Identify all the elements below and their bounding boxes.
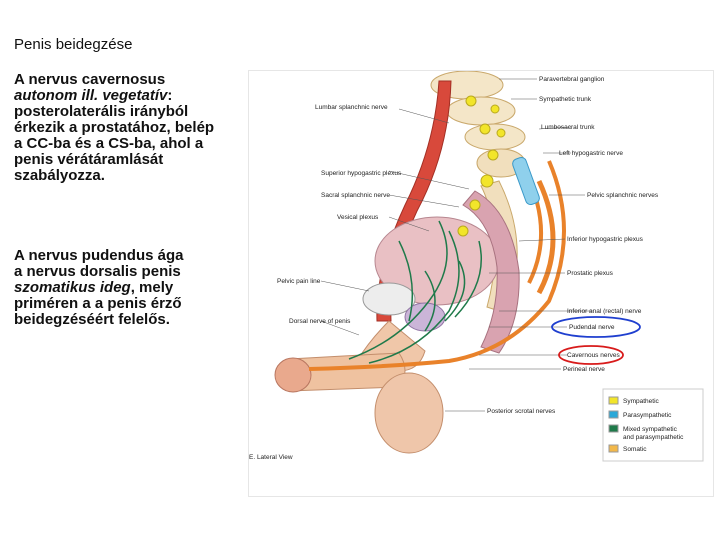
p1-line2: autonom ill. vegetatív: [14,88,264,104]
p1-line6: penis vérátáramlását [14,152,264,168]
label-paravertebral: Paravertebral ganglion [539,76,605,83]
label-lateral-view: E. Lateral View [249,454,293,461]
pelvic-innervation-illustration: Paravertebral ganglion Sympathetic trunk… [249,71,713,496]
label-left-hypogastric: Left hypogastric nerve [559,150,623,157]
p1-italic-term: autonom ill. vegetatív [14,87,167,104]
label-dorsal-nerve: Dorsal nerve of penis [289,318,351,325]
p2-line3-rest: , mely [131,279,174,296]
legend-swatch-sympathetic [609,397,618,404]
label-pelvic-pain-line: Pelvic pain line [277,278,321,285]
p1-line4: érkezik a prostatához, belép [14,120,264,136]
p1-line3: posterolaterális irányból [14,104,264,120]
glans [275,358,311,392]
label-perineal: Perineal nerve [563,366,605,373]
label-prostatic-plexus: Prostatic plexus [567,270,614,277]
p2-line3: szomatikus ideg, mely [14,280,264,296]
label-posterior-scrotal: Posterior scrotal nerves [487,408,556,415]
p2-line4: priméren a a penis érző [14,296,264,312]
paragraph-cavernosus: A nervus cavernosus autonom ill. vegetat… [14,72,264,184]
label-lumbar-splanchnic: Lumbar splanchnic nerve [315,104,388,111]
label-superior-hypogastric: Superior hypogastric plexus [321,170,402,177]
legend-label-mixed-2: and parasympathetic [623,434,684,441]
label-lumbosacral: Lumbosacral trunk [541,124,595,131]
slide-title: Penis beidegzése [14,36,132,53]
p1-line5: a CC-ba és a CS-ba, ahol a [14,136,264,152]
label-vesical-plexus: Vesical plexus [337,214,379,221]
legend-label-parasympathetic: Parasympathetic [623,412,672,419]
parasympathetic-block [511,156,541,206]
legend-label-mixed-1: Mixed sympathetic [623,426,678,433]
label-inferior-anal: Inferior anal (rectal) nerve [567,308,642,315]
label-cavernous: Cavernous nerves [567,352,620,359]
p1-line1: A nervus cavernosus [14,72,264,88]
p2-italic-term: szomatikus ideg [14,279,131,296]
legend-swatch-somatic [609,445,618,452]
legend: Sympathetic Parasympathetic Mixed sympat… [603,389,703,461]
legend-swatch-parasympathetic [609,411,618,418]
label-sacral-splanchnic: Sacral splanchnic nerve [321,192,390,199]
paragraph-pudendus: A nervus pudendus ága a nervus dorsalis … [14,248,264,328]
label-inferior-hypogastric: Inferior hypogastric plexus [567,236,644,243]
label-sympathetic-trunk: Sympathetic trunk [539,96,592,103]
p2-line2: a nervus dorsalis penis [14,264,264,280]
p1-line7: szabályozza. [14,168,264,184]
anatomy-figure: Paravertebral ganglion Sympathetic trunk… [248,70,714,497]
p2-line1: A nervus pudendus ága [14,248,264,264]
label-pudendal: Pudendal nerve [569,324,615,331]
label-pelvic-splanchnic: Pelvic splanchnic nerves [587,192,659,199]
testis [375,373,443,453]
p1-line2-rest: : [167,87,172,104]
legend-swatch-mixed [609,425,618,432]
legend-label-somatic: Somatic [623,446,647,453]
legend-label-sympathetic: Sympathetic [623,398,660,405]
p2-line5: beidegzéséért felelős. [14,312,264,328]
